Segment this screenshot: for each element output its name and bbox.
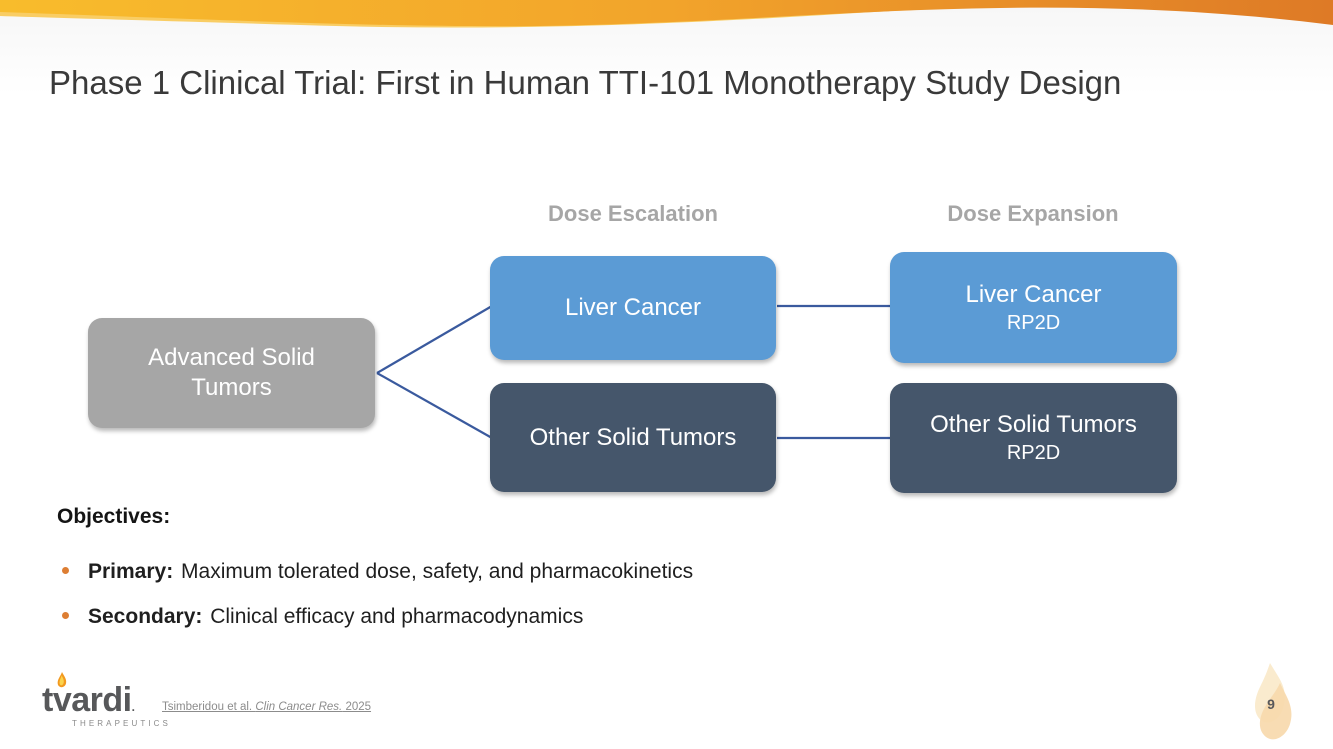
bullet-text: Secondary: Clinical efficacy and pharmac… <box>88 605 584 628</box>
box-label: Other Solid Tumors <box>529 423 737 451</box>
liver-cancer-escalation-box: Liver Cancer <box>490 256 776 360</box>
column-header-dose-escalation: Dose Escalation <box>548 201 718 226</box>
box-sublabel-rp2d: RP2D <box>1006 442 1061 464</box>
objective-bullet-secondary: Secondary: Clinical efficacy and pharmac… <box>62 605 583 629</box>
tvardi-logo-subtext: THERAPEUTICS <box>72 719 171 728</box>
top-wave-decoration <box>0 0 1333 28</box>
objectives-heading: Objectives: <box>57 505 171 528</box>
liver-cancer-expansion-box: Liver Cancer RP2D <box>890 252 1177 363</box>
bullet-dot-icon <box>62 612 69 619</box>
box-label: Advanced Solid Tumors <box>148 344 315 401</box>
objective-bullet-primary: Primary: Maximum tolerated dose, safety,… <box>62 560 693 584</box>
page-number: 9 <box>1267 696 1275 712</box>
bullet-dot-icon <box>62 567 69 574</box>
box-sublabel-rp2d: RP2D <box>1006 311 1061 334</box>
bullet-text: Primary: Maximum tolerated dose, safety,… <box>88 560 694 583</box>
slide-title: Phase 1 Clinical Trial: First in Human T… <box>49 64 1122 101</box>
other-solid-tumors-expansion-box: Other Solid Tumors RP2D <box>890 383 1177 493</box>
citation-link[interactable]: Tsimberidou et al. Clin Cancer Res. 2025 <box>162 701 372 713</box>
column-header-dose-expansion: Dose Expansion <box>947 201 1119 226</box>
advanced-solid-tumors-box: Advanced Solid Tumors <box>88 318 375 428</box>
logo-flame-icon <box>57 672 67 688</box>
box-label: Liver Cancer <box>965 280 1102 308</box>
other-solid-tumors-escalation-box: Other Solid Tumors <box>490 383 776 492</box>
page-flame-icon <box>1255 663 1292 740</box>
box-label: Liver Cancer <box>564 294 702 321</box>
box-label: Other Solid Tumors <box>930 411 1137 438</box>
